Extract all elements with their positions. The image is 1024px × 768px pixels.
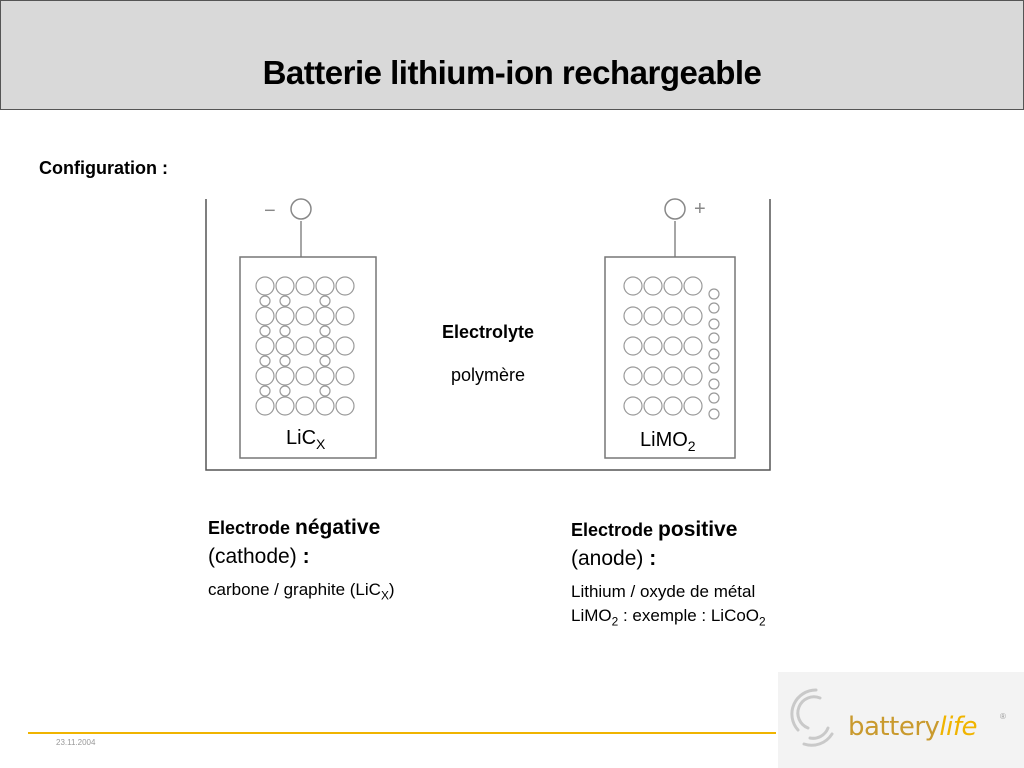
oxide-atom xyxy=(643,276,663,296)
carbon-atom xyxy=(275,396,295,416)
brand-wordmark: batterylife xyxy=(848,712,978,742)
oxide-atom xyxy=(683,366,703,386)
positive-electrode-lattice xyxy=(623,276,720,420)
carbon-atom xyxy=(335,366,355,386)
oxide-atom xyxy=(663,366,683,386)
carbon-atom xyxy=(295,396,315,416)
lithium-ion xyxy=(279,385,291,397)
negative-terminal-icon xyxy=(290,198,312,220)
positive-terminal-icon xyxy=(664,198,686,220)
lithium-ion xyxy=(708,392,720,404)
carbon-atom xyxy=(255,276,275,296)
oxide-atom xyxy=(623,276,643,296)
carbon-atom xyxy=(275,336,295,356)
carbon-atom xyxy=(275,306,295,326)
carbon-atom xyxy=(255,336,275,356)
negative-material: carbone / graphite (LiCX) xyxy=(208,579,395,603)
carbon-atom xyxy=(295,366,315,386)
lithium-ion xyxy=(319,355,331,367)
lithium-ion xyxy=(279,295,291,307)
footer-divider xyxy=(28,732,776,734)
lithium-ion xyxy=(708,302,720,314)
negative-symbol: − xyxy=(264,200,276,222)
carbon-atom xyxy=(315,306,335,326)
lithium-ion xyxy=(279,325,291,337)
footer-date: 23.11.2004 xyxy=(56,738,96,747)
battery-diagram-svg xyxy=(205,198,771,471)
battery-diagram: − + LiCX LiMO2 xyxy=(200,193,780,478)
positive-electrode-label: LiMO2 xyxy=(640,429,696,454)
lithium-ion xyxy=(259,325,271,337)
lithium-ion xyxy=(259,295,271,307)
carbon-atom xyxy=(315,276,335,296)
oxide-atom xyxy=(643,306,663,326)
carbon-atom xyxy=(335,396,355,416)
section-label: Configuration : xyxy=(39,158,168,178)
carbon-atom xyxy=(335,336,355,356)
oxide-atom xyxy=(643,336,663,356)
cell-container xyxy=(205,199,771,471)
swirl-logo-icon xyxy=(790,688,834,747)
electrolyte-subtitle: polymère xyxy=(450,365,526,385)
lithium-ion xyxy=(259,355,271,367)
negative-electrode-lattice xyxy=(255,276,355,416)
positive-electrode-description: Electrode positive (anode) : Lithium / o… xyxy=(571,515,766,631)
carbon-atom xyxy=(335,276,355,296)
lithium-ion xyxy=(708,378,720,390)
carbon-atom xyxy=(315,336,335,356)
carbon-atom xyxy=(255,306,275,326)
positive-symbol: + xyxy=(694,198,706,220)
carbon-atom xyxy=(315,366,335,386)
oxide-atom xyxy=(663,306,683,326)
positive-material: Lithium / oxyde de métal LiMO2 : exemple… xyxy=(571,581,766,629)
carbon-atom xyxy=(335,306,355,326)
electrolyte-title: Electrolyte xyxy=(441,322,535,342)
negative-role: (cathode) : xyxy=(208,545,310,569)
lithium-ion xyxy=(319,295,331,307)
carbon-atom xyxy=(275,276,295,296)
carbon-atom xyxy=(315,396,335,416)
lithium-ion xyxy=(708,288,720,300)
lithium-ion xyxy=(708,408,720,420)
oxide-atom xyxy=(623,306,643,326)
oxide-atom xyxy=(623,366,643,386)
oxide-atom xyxy=(663,276,683,296)
oxide-atom xyxy=(663,336,683,356)
lithium-ion xyxy=(708,348,720,360)
carbon-atom xyxy=(275,366,295,386)
positive-heading: Electrode positive xyxy=(571,518,738,541)
oxide-atom xyxy=(623,336,643,356)
negative-electrode-description: Electrode négative (cathode) : carbone /… xyxy=(208,513,395,604)
slide-title: Batterie lithium-ion rechargeable xyxy=(262,54,762,91)
lithium-ion xyxy=(708,332,720,344)
oxide-atom xyxy=(643,396,663,416)
carbon-atom xyxy=(255,396,275,416)
carbon-atom xyxy=(295,306,315,326)
oxide-atom xyxy=(683,306,703,326)
title-bar: Batterie lithium-ion rechargeable xyxy=(0,0,1024,110)
lithium-ion xyxy=(319,385,331,397)
lithium-ion xyxy=(279,355,291,367)
oxide-atom xyxy=(683,336,703,356)
oxide-atom xyxy=(643,366,663,386)
lithium-ion xyxy=(708,318,720,330)
carbon-atom xyxy=(295,276,315,296)
oxide-atom xyxy=(663,396,683,416)
lithium-ion xyxy=(708,362,720,374)
oxide-atom xyxy=(623,396,643,416)
lithium-ion xyxy=(259,385,271,397)
lithium-ion xyxy=(319,325,331,337)
negative-heading: Electrode négative xyxy=(208,516,381,539)
oxide-atom xyxy=(683,276,703,296)
registered-mark: ® xyxy=(1000,712,1006,721)
carbon-atom xyxy=(255,366,275,386)
positive-role: (anode) : xyxy=(571,547,657,571)
negative-electrode-label: LiCX xyxy=(286,427,326,452)
oxide-atom xyxy=(683,396,703,416)
batterylife-logo: batterylife ® xyxy=(778,672,1024,768)
carbon-atom xyxy=(295,336,315,356)
